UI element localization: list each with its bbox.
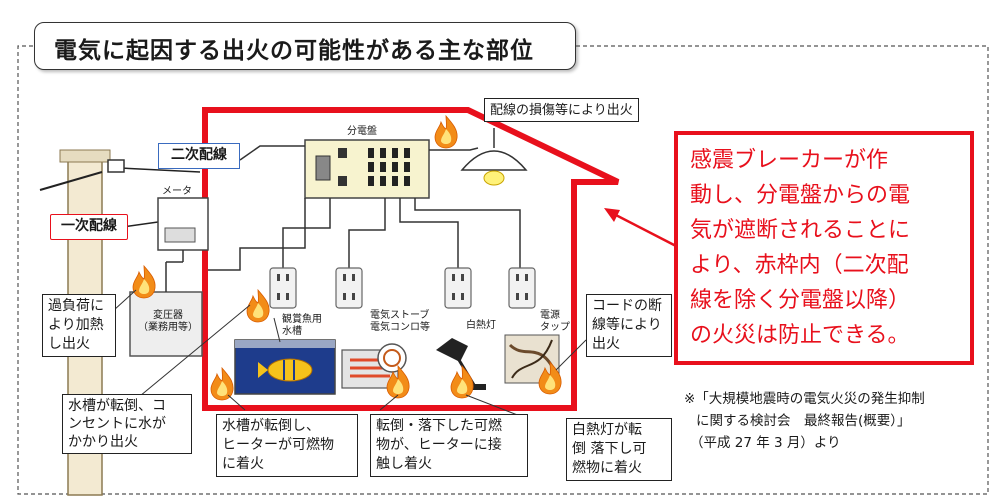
power-tap-label: 電源 タップ — [540, 310, 570, 333]
title-box — [34, 22, 576, 70]
flame-icon — [246, 289, 270, 323]
outlet-stove — [335, 267, 363, 309]
callout-cord-break: コードの断 線等により 出火 — [586, 294, 672, 357]
flame-icon — [210, 367, 234, 401]
outlet-power-tap — [508, 267, 536, 309]
explanation-line: 動し、分電盤からの電 — [690, 183, 911, 208]
secondary-wiring-label: 二次配線 — [158, 143, 240, 169]
desk-lamp — [436, 338, 468, 362]
page-title: 電気に起因する出火の可能性がある主な部位 — [54, 38, 534, 64]
source-note: ※「大規模地震時の電気火災の発生抑制 に関する検討会 最終報告(概要）」 （平成… — [684, 388, 925, 454]
meter-label: メータ — [162, 186, 192, 197]
source-note-line: （平成 27 年 3 月）より — [690, 435, 841, 451]
explanation-text: 感震ブレーカーが作 動し、分電盤からの電 気が遮断されることに より、赤枠内（二… — [690, 143, 960, 353]
distribution-board-label: 分電盤 — [347, 126, 377, 137]
explanation-line: より、赤枠内（二次配 — [690, 253, 909, 278]
explanation-box: 感震ブレーカーが作 動し、分電盤からの電 気が遮断されることに より、赤枠内（二… — [674, 131, 974, 365]
source-note-line: に関する検討会 最終報告(概要）」 — [696, 413, 911, 429]
outlet-aquarium — [269, 267, 297, 309]
outlet-bulb — [444, 267, 472, 309]
explanation-line: 感震ブレーカーが作 — [690, 148, 889, 173]
dashed-frame — [17, 45, 989, 495]
flame-icon — [434, 115, 458, 149]
bulb-label: 白熱灯 — [466, 320, 496, 331]
explanation-line: 線を除く分電盤以降） — [690, 288, 911, 313]
stove-label: 電気ストーブ 電気コンロ等 — [370, 310, 430, 333]
transformer-label: 変圧器 （業務用等） — [138, 310, 198, 333]
aquarium-label: 観賞魚用 水槽 — [282, 314, 322, 337]
flame-icon — [450, 365, 474, 399]
callout-wiring-damage: 配線の損傷等により出火 — [484, 98, 639, 122]
source-note-line: ※「大規模地震時の電気火災の発生抑制 — [684, 391, 925, 407]
callout-overload: 過負荷に より加熱 し出火 — [42, 294, 116, 357]
explanation-line: の火災は防止できる。 — [690, 323, 910, 348]
explanation-line: 気が遮断されることに — [690, 218, 911, 243]
callout-fall-fire: 転倒・落下した可燃 物が、ヒーターに接 触し着火 — [370, 414, 528, 477]
protected-area-frame — [202, 107, 620, 411]
callout-bulb-fire: 白熱灯が転 倒 落下し可 燃物に着火 — [566, 418, 672, 481]
callout-heater-fire: 水槽が転倒し、 ヒーターが可燃物 に着火 — [216, 414, 358, 477]
ceiling-lamp — [460, 150, 528, 171]
callout-outlet-water: 水槽が転倒、コ ンセントに水が かかり出火 — [62, 394, 192, 454]
primary-wiring-label: 一次配線 — [50, 214, 128, 240]
transformer — [129, 291, 203, 357]
flame-icon — [132, 265, 156, 299]
